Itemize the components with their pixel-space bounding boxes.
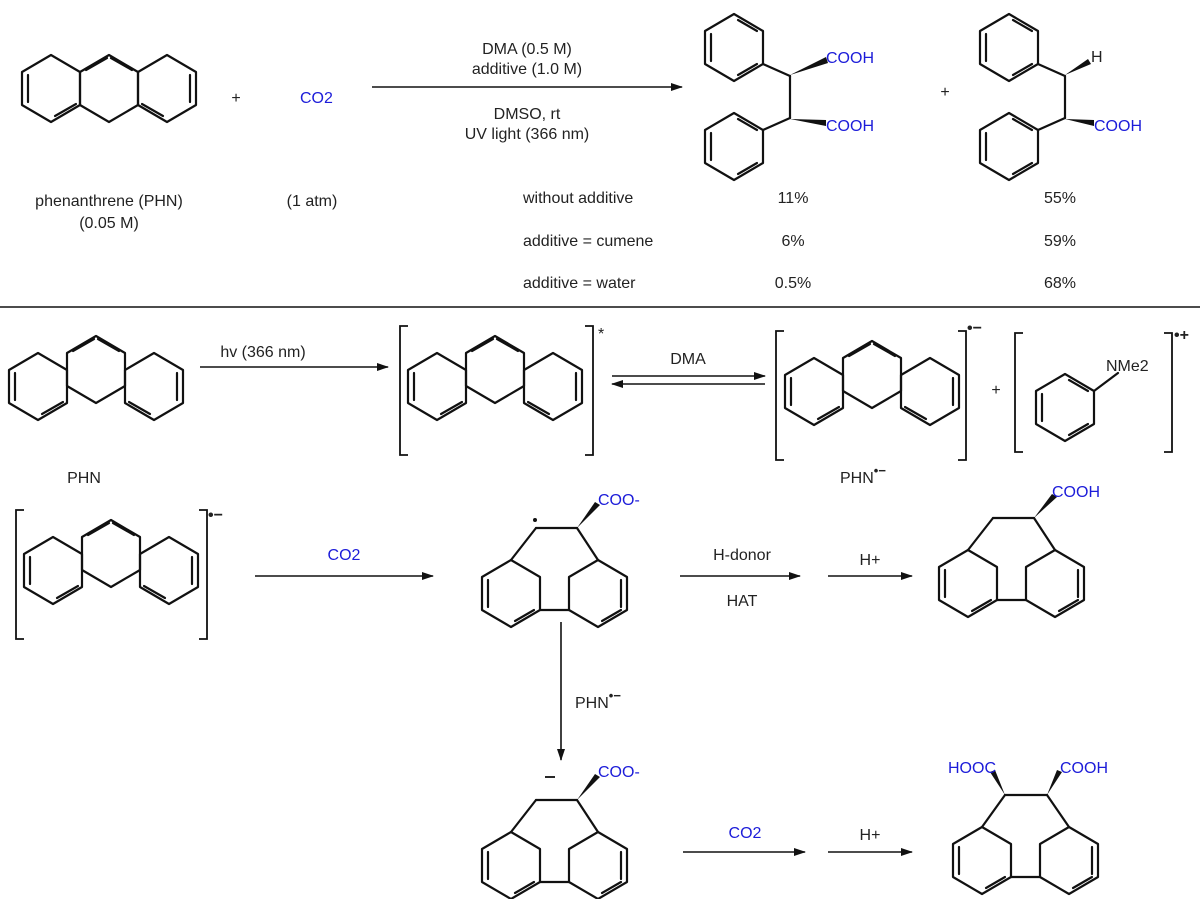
bracket-right	[585, 325, 594, 456]
bracket-right	[958, 330, 967, 461]
dma-radical-cation-structure	[1034, 371, 1120, 443]
cooh-label: COOH	[826, 50, 874, 67]
condition-line4: UV light (366 nm)	[465, 126, 590, 143]
carbanion-intermediate	[480, 798, 629, 899]
bracket-right	[1164, 332, 1173, 453]
carboxylate-radical-intermediate	[480, 526, 629, 629]
table-diacid-yield: 11%	[778, 190, 809, 207]
plus-sign: +	[231, 90, 240, 107]
table-monoacid-yield: 68%	[1044, 275, 1076, 292]
cooh-text: COOH	[1094, 118, 1142, 135]
bracket-left	[399, 325, 408, 456]
h-plus-label: H+	[860, 827, 881, 844]
phenanthrene-structure-top	[20, 53, 198, 124]
stereo-wedge	[1034, 494, 1057, 518]
table-condition: additive = cumene	[523, 233, 653, 250]
radical-anion-charge: •−	[208, 507, 223, 524]
substrate-concentration: (0.05 M)	[79, 215, 139, 232]
bracket-left	[15, 509, 24, 640]
hat-label: HAT	[727, 593, 758, 610]
monoacid-product-structure-mechanism	[937, 516, 1086, 619]
condition-line2: additive (1.0 M)	[472, 61, 582, 78]
coo-text: COO-	[598, 492, 640, 509]
excited-state-mark: *	[598, 326, 604, 343]
h-plus-label: H+	[860, 552, 881, 569]
bracket-left	[775, 330, 784, 461]
co2-reagent-top: CO2	[300, 90, 333, 107]
cooh-text: COOH	[826, 118, 874, 135]
dma-label: DMA	[670, 351, 706, 368]
condition-line1: DMA (0.5 M)	[482, 41, 572, 58]
h-donor-label: H-donor	[713, 547, 771, 564]
diacid-product-structure	[703, 12, 792, 182]
cooh-label: COOH	[1060, 760, 1108, 777]
h-plus-text: H+	[860, 552, 881, 569]
coo-minus-label: COO-	[598, 492, 640, 509]
h-plus-text: H+	[860, 827, 881, 844]
phn-text: PHN	[840, 470, 874, 487]
diacid-product-structure-mechanism	[951, 793, 1100, 896]
table-monoacid-yield: 55%	[1044, 190, 1076, 207]
stereo-wedge	[577, 502, 600, 528]
radical-anion-charge: •−	[967, 320, 982, 337]
bracket-left	[1014, 332, 1023, 453]
reductant-label: PHN•−	[575, 688, 621, 712]
phenanthrene-structure-radical-anion-2	[22, 518, 200, 606]
table-condition: additive = water	[523, 275, 636, 292]
phenanthrene-structure-excited	[406, 334, 584, 422]
radical-dot	[533, 518, 537, 522]
co2-text: CO2	[328, 547, 361, 564]
table-diacid-yield: 6%	[781, 233, 804, 250]
h-label: H	[1091, 49, 1103, 66]
stereo-wedge	[1065, 119, 1094, 126]
phenanthrene-structure-phn	[7, 334, 185, 422]
radical-cation-charge: •+	[1174, 327, 1189, 344]
co2-text: CO2	[729, 825, 762, 842]
table-condition: without additive	[522, 190, 633, 207]
co2-reagent: CO2	[729, 825, 762, 842]
cooh-label: COOH	[1052, 484, 1100, 501]
hooc-label: HOOC	[948, 760, 996, 777]
stereo-wedge	[790, 57, 828, 75]
condition-line3: DMSO, rt	[494, 106, 561, 123]
stereo-wedge	[1065, 59, 1091, 75]
hooc-text: HOOC	[948, 760, 996, 777]
yield-table: without additive 11% 55% additive = cume…	[522, 190, 1076, 292]
co2-pressure: (1 atm)	[287, 193, 338, 210]
stereo-wedge	[790, 119, 826, 126]
radical-anion-label: PHN•−	[840, 463, 886, 487]
monoacid-product-structure	[978, 12, 1067, 182]
cooh-text: COOH	[1060, 760, 1108, 777]
coo-text: COO-	[598, 764, 640, 781]
cooh-label: COOH	[1094, 118, 1142, 135]
nme2-text: NMe2	[1106, 358, 1149, 375]
hv-label: hv (366 nm)	[220, 344, 305, 361]
plus-sign: +	[991, 382, 1000, 399]
phn-text: PHN	[575, 695, 609, 712]
substrate-label: phenanthrene (PHN)	[35, 193, 183, 210]
coo-minus-label: COO-	[598, 764, 640, 781]
bracket-right	[199, 509, 208, 640]
table-diacid-yield: 0.5%	[775, 275, 811, 292]
co2-reagent: CO2	[328, 547, 361, 564]
phenanthrene-structure-radical-anion	[783, 339, 961, 427]
plus-sign: +	[940, 84, 949, 101]
stereo-wedge	[990, 770, 1005, 795]
nme2-label: NMe2	[1106, 358, 1149, 375]
stereo-wedge	[1047, 770, 1062, 795]
cooh-label: COOH	[826, 118, 874, 135]
stereo-wedge	[577, 774, 600, 800]
co2-text: CO2	[300, 90, 333, 107]
table-monoacid-yield: 59%	[1044, 233, 1076, 250]
cooh-text: COOH	[826, 50, 874, 67]
phn-label: PHN	[67, 470, 101, 487]
charge-text: •−	[874, 463, 887, 478]
cooh-text: COOH	[1052, 484, 1100, 501]
charge-text: •−	[609, 688, 622, 703]
